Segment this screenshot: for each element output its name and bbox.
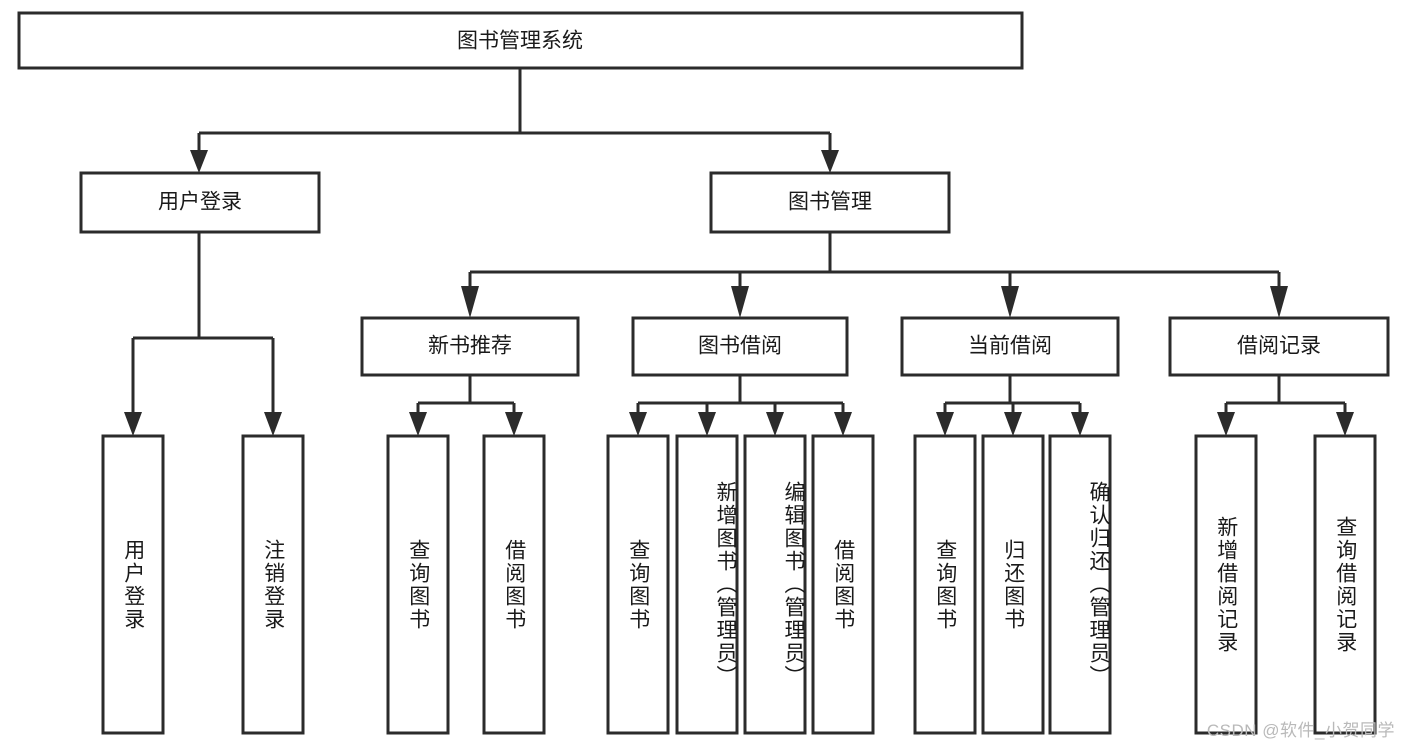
node-leaf-add-record-box[interactable] — [1194, 434, 1258, 735]
arrow-head-leaf-query-book-3 — [936, 412, 954, 436]
node-leaf-user-login-box[interactable] — [101, 434, 165, 735]
node-leaf-borrow-book-2-box[interactable] — [811, 434, 875, 735]
node-book-borrow-box[interactable] — [631, 316, 849, 377]
node-book-borrow-label: 图书借阅 — [698, 335, 782, 358]
node-book-borrow[interactable]: 图书借阅 — [631, 316, 849, 377]
arrow-head-leaf-add-record — [1217, 412, 1235, 436]
arrow-head-leaf-return-book — [1004, 412, 1022, 436]
node-book-management[interactable]: 图书管理 — [709, 171, 951, 234]
node-current-borrow-box[interactable] — [900, 316, 1120, 377]
node-leaf-return-book-box[interactable] — [981, 434, 1045, 735]
csdn-watermark: CSDN @软件_小贺同学 — [1206, 721, 1395, 740]
arrow-head-leaf-query-book-2 — [629, 412, 647, 436]
node-leaf-edit-book-box[interactable] — [743, 434, 807, 735]
node-borrow-record[interactable]: 借阅记录 — [1168, 316, 1390, 377]
arrow-head-leaf-confirm-return — [1071, 412, 1089, 436]
arrow-head-leaf-user-login — [124, 412, 142, 436]
arrow-head-leaf-user-logout — [264, 412, 282, 436]
node-leaf-query-book-2-box[interactable] — [606, 434, 670, 735]
arrow-head-leaf-borrow-book-2 — [834, 412, 852, 436]
node-borrow-record-box[interactable] — [1168, 316, 1390, 377]
node-layer: 图书管理系统 用户登录 图书管理 新书推荐 图书借阅 — [17, 11, 1390, 735]
node-user-login[interactable]: 用户登录 — [79, 171, 321, 234]
node-root[interactable]: 图书管理系统 — [17, 11, 1024, 70]
node-book-management-label: 图书管理 — [788, 191, 872, 214]
arrow-head-current-borrow — [1001, 286, 1019, 318]
node-current-borrow[interactable]: 当前借阅 — [900, 316, 1120, 377]
node-leaf-query-book-1-box[interactable] — [386, 434, 450, 735]
arrow-head-leaf-add-book — [698, 412, 716, 436]
arrow-head-user-login — [190, 150, 208, 173]
node-leaf-query-record-box[interactable] — [1313, 434, 1377, 735]
node-leaf-query-book-3-box[interactable] — [913, 434, 977, 735]
arrow-head-borrow-record — [1270, 286, 1288, 318]
node-user-login-label: 用户登录 — [158, 191, 242, 214]
arrow-head-leaf-query-book-1 — [409, 412, 427, 436]
node-root-label: 图书管理系统 — [457, 30, 583, 53]
node-borrow-record-label: 借阅记录 — [1237, 335, 1321, 358]
node-new-book-recommend-label: 新书推荐 — [428, 335, 512, 358]
arrow-head-new-book-recommend — [461, 286, 479, 318]
arrow-head-book-borrow — [731, 286, 749, 318]
arrow-head-leaf-edit-book — [766, 412, 784, 436]
node-leaf-user-logout-box[interactable] — [241, 434, 305, 735]
node-book-management-box[interactable] — [709, 171, 951, 234]
node-leaf-confirm-return-box[interactable] — [1048, 434, 1112, 735]
arrow-head-book-management — [821, 150, 839, 173]
node-user-login-box[interactable] — [79, 171, 321, 234]
node-leaf-add-book-box[interactable] — [675, 434, 739, 735]
node-new-book-recommend[interactable]: 新书推荐 — [360, 316, 580, 377]
arrow-head-leaf-query-record — [1336, 412, 1354, 436]
arrow-head-leaf-borrow-book-1 — [505, 412, 523, 436]
connector-layer — [124, 68, 1354, 436]
node-root-box[interactable] — [17, 11, 1024, 70]
node-leaf-borrow-book-1-box[interactable] — [482, 434, 546, 735]
node-new-book-recommend-box[interactable] — [360, 316, 580, 377]
node-current-borrow-label: 当前借阅 — [968, 335, 1052, 358]
